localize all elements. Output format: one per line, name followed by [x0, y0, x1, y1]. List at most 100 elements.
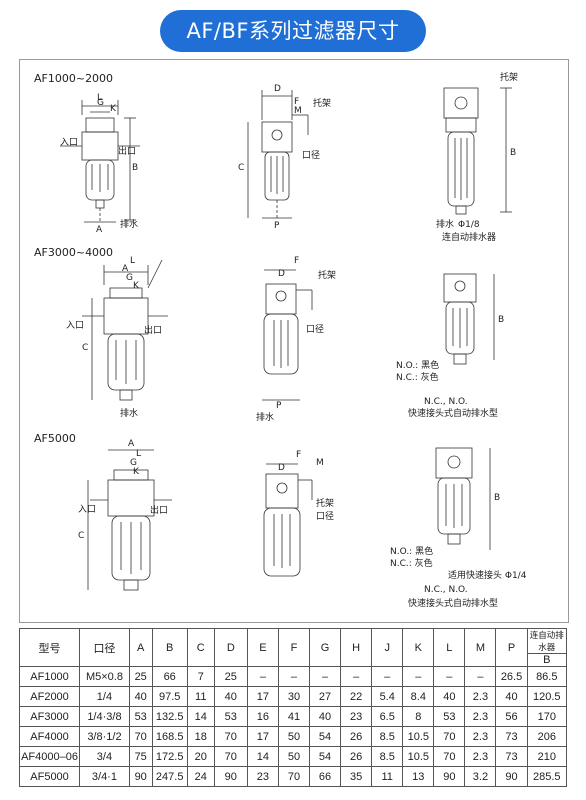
table-cell: 16 — [246, 706, 279, 727]
dim-label: D — [278, 269, 285, 279]
column-header: D — [213, 628, 248, 667]
quick-drain-label: 快速接头式自动排水型 — [408, 597, 498, 609]
dim-label: B — [494, 493, 500, 503]
table-cell: AF1000 — [18, 666, 81, 687]
table-cell: 20 — [186, 746, 215, 767]
dim-label: C — [78, 531, 84, 541]
auto-drain-label: 连自动排水器 — [442, 231, 496, 243]
table-cell: – — [340, 666, 373, 687]
table-cell: 40 — [495, 686, 528, 707]
table-cell: AF5000 — [18, 766, 81, 787]
table-cell: 70 — [277, 766, 311, 787]
table-cell: – — [371, 666, 404, 687]
table-cell: 75 — [128, 746, 153, 767]
dim-label: G — [97, 98, 104, 108]
section-label-af1000: AF1000~2000 — [34, 72, 114, 85]
column-header: G — [309, 628, 342, 667]
table-cell: 8.5 — [371, 746, 404, 767]
dim-label: G — [126, 273, 133, 283]
dim-label: L — [130, 256, 135, 266]
group-header: 连自动排水器 — [526, 628, 568, 654]
table-cell: 2.3 — [464, 726, 497, 747]
outlet-label: 出口 — [150, 504, 168, 516]
af5000-auto-drain-view — [435, 447, 491, 550]
table-cell: 10.5 — [402, 746, 435, 767]
dim-label: C — [238, 163, 244, 173]
table-cell: 3/4·1 — [79, 766, 130, 787]
table-cell: – — [433, 666, 466, 687]
dim-label: C — [82, 343, 88, 353]
table-cell: 10.5 — [402, 726, 435, 747]
outlet-label: 出口 — [118, 145, 136, 157]
table-cell: 25 — [213, 666, 248, 687]
table-cell: 25 — [128, 666, 153, 687]
table-cell: 14 — [246, 746, 279, 767]
table-cell: 26 — [340, 726, 373, 747]
table-cell: 7 — [186, 666, 215, 687]
column-header: P — [495, 628, 528, 667]
nc-no-label: N.C., N.O. — [424, 397, 468, 407]
table-cell: 11 — [186, 686, 215, 707]
table-cell: 30 — [277, 686, 311, 707]
table-cell: 22 — [340, 686, 373, 707]
table-cell: 90 — [433, 766, 466, 787]
nc-no-label: N.C., N.O. — [424, 585, 468, 595]
dim-label: M — [316, 458, 324, 468]
dim-label: D — [274, 84, 281, 94]
quick-drain-label: 快速接头式自动排水型 — [408, 407, 498, 419]
table-cell: 14 — [186, 706, 215, 727]
af3000-side-view — [262, 269, 313, 401]
dim-label: B — [132, 163, 138, 173]
table-cell: 97.5 — [151, 686, 188, 707]
table-cell: 247.5 — [151, 766, 188, 787]
drain-label: 排水 — [120, 407, 138, 419]
dim-label: B — [498, 315, 504, 325]
table-cell: 41 — [277, 706, 311, 727]
af3000-auto-drain-view — [443, 273, 495, 365]
section-label-af5000: AF5000 — [34, 432, 76, 445]
table-cell: 120.5 — [526, 686, 568, 707]
dim-label: G — [130, 458, 137, 468]
page-title: AF/BF系列过滤器尺寸 — [160, 10, 426, 52]
dim-label: A — [96, 225, 103, 235]
table-cell: 3.2 — [464, 766, 497, 787]
table-cell: 2.3 — [464, 686, 497, 707]
port-label: 口径 — [316, 510, 334, 522]
table-cell: 73 — [495, 746, 528, 767]
table-cell: 73 — [495, 726, 528, 747]
table-cell: – — [464, 666, 497, 687]
table-cell: 53 — [213, 706, 248, 727]
inlet-label: 入口 — [66, 320, 84, 331]
column-header: 口径 — [79, 628, 130, 667]
drain-label: 排水 — [256, 411, 274, 423]
af5000-side-view — [263, 463, 313, 577]
drain-label: 排水 — [436, 218, 454, 230]
table-cell: 168.5 — [151, 726, 188, 747]
table-cell: 6.5 — [371, 706, 404, 727]
af1000-front-view — [60, 100, 140, 223]
port-label: 口径 — [306, 323, 324, 335]
dim-label: K — [110, 104, 117, 114]
table-cell: – — [309, 666, 342, 687]
drain-label: 排水 — [120, 218, 138, 230]
inlet-label: 入口 — [78, 504, 96, 515]
table-cell: 8 — [402, 706, 435, 727]
no-color-label: N.O.: 黑色 — [396, 359, 439, 371]
column-header: K — [402, 628, 435, 667]
af3000-front-view — [82, 259, 168, 401]
table-cell: 90 — [128, 766, 153, 787]
table-cell: 50 — [277, 726, 311, 747]
table-cell: 40 — [309, 706, 342, 727]
table-cell: – — [246, 666, 279, 687]
dim-label: F — [294, 256, 299, 266]
column-header: B — [151, 628, 188, 667]
table-cell: 2.3 — [464, 706, 497, 727]
table-cell: 40 — [213, 686, 248, 707]
table-cell: 70 — [433, 746, 466, 767]
dim-label: L — [136, 449, 141, 459]
table-cell: 13 — [402, 766, 435, 787]
